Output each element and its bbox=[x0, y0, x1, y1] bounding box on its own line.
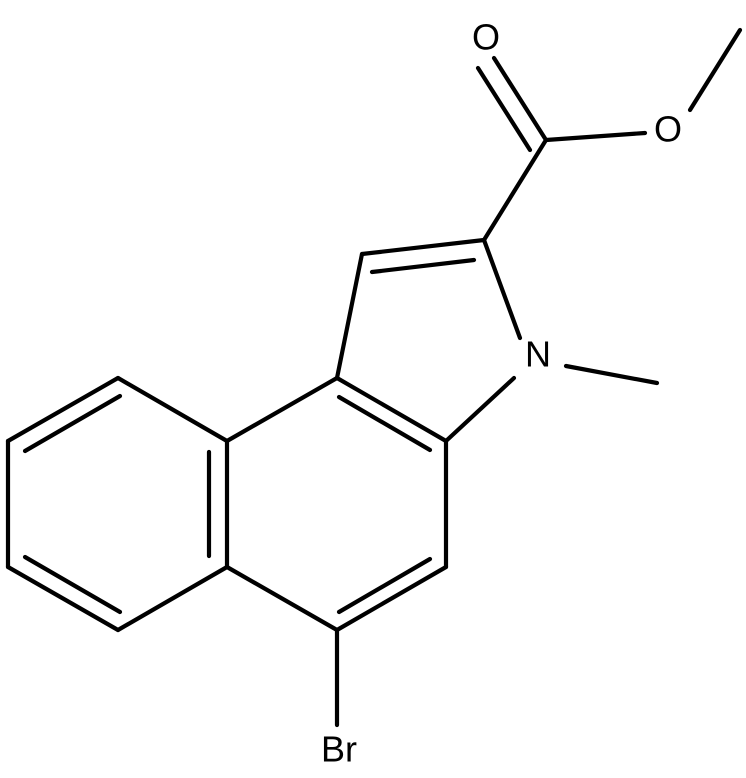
bond-carbonyl-o-double-b bbox=[475, 65, 533, 153]
bond-c3-c2-inner bbox=[369, 257, 477, 275]
atom-labels: O O N Br bbox=[321, 17, 682, 770]
bond-n-methyl bbox=[563, 363, 660, 386]
bond-c4-c4a bbox=[115, 564, 230, 633]
bond-c2-n bbox=[481, 237, 523, 341]
bonds bbox=[5, 27, 743, 728]
bond-c5-c6-inner bbox=[336, 556, 433, 615]
bond-c5-c6 bbox=[334, 564, 449, 633]
bond-carbonyl-o-double-a bbox=[491, 55, 549, 143]
oxygen-ester-label: O bbox=[654, 109, 682, 150]
bond-c3b-c8b bbox=[224, 375, 340, 444]
bromine-label: Br bbox=[321, 729, 357, 770]
nitrogen-label: N bbox=[525, 334, 551, 375]
oxygen-carbonyl-label: O bbox=[472, 17, 500, 58]
bond-carbonyl-o-single bbox=[543, 130, 648, 143]
bond-c2-carbonyl bbox=[481, 137, 549, 243]
bond-c3-c4-inner bbox=[22, 554, 123, 615]
bond-o-methyl bbox=[687, 27, 743, 113]
bond-c7a-c3b bbox=[334, 375, 449, 444]
bond-c8b-c1 bbox=[115, 375, 230, 444]
bond-c3b-c3 bbox=[334, 251, 365, 381]
bond-c3-c2 bbox=[359, 237, 487, 257]
bond-c1-c2-inner bbox=[22, 393, 123, 454]
bond-n-c7a bbox=[443, 375, 517, 444]
bond-c4a-c5 bbox=[224, 564, 340, 633]
bond-c3-c4 bbox=[5, 564, 121, 633]
bond-c1-c2 bbox=[5, 375, 121, 444]
bond-c7a-c3b-inner bbox=[336, 394, 433, 453]
